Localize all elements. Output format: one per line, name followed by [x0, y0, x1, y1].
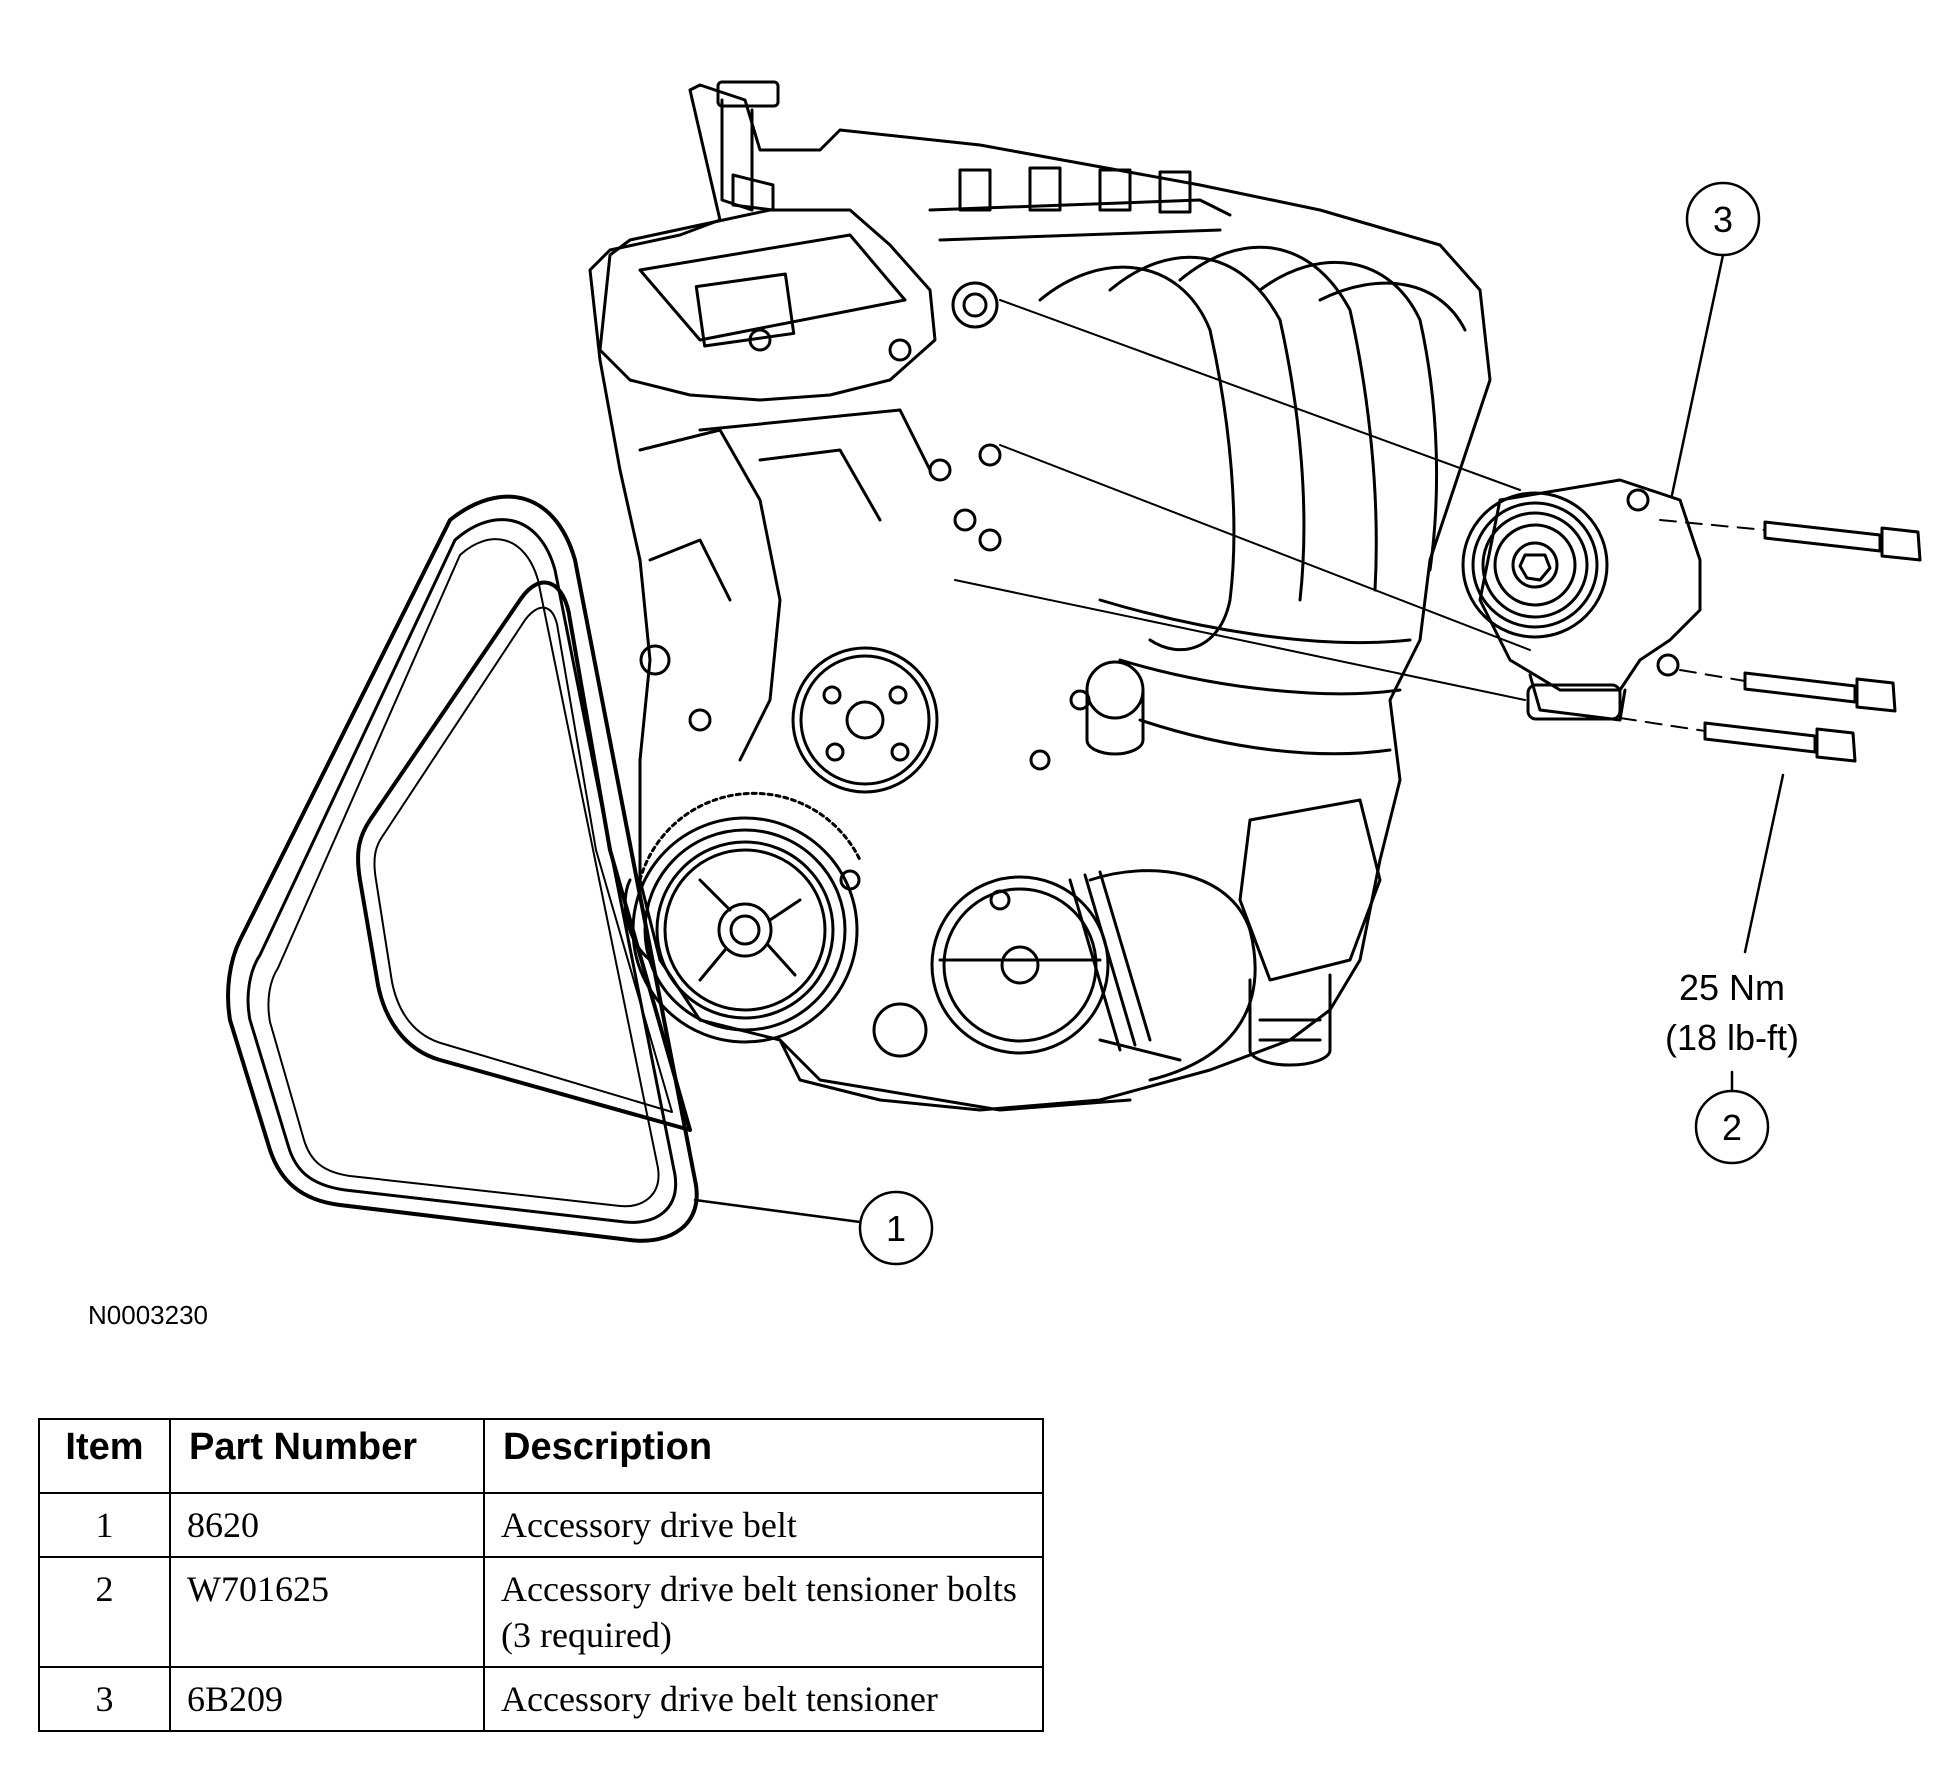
callout-label-2: 2 [1722, 1107, 1742, 1148]
leader-line-1 [693, 1198, 862, 1224]
leader-line-3 [1670, 253, 1725, 497]
parts-table: Item Part Number Description 1 8620 Acce… [38, 1418, 1044, 1732]
leader-line-2 [1743, 773, 1785, 954]
row-description: Accessory drive belt [483, 1492, 1044, 1558]
row-item: 1 [38, 1492, 171, 1558]
figure-id: N0003230 [88, 1300, 208, 1330]
tensioner-bolts [954, 299, 1922, 763]
row-item: 2 [38, 1556, 171, 1668]
row-part-number: W701625 [169, 1556, 485, 1668]
torque-spec-imperial: (18 lb-ft) [1665, 1017, 1799, 1058]
row-description: Accessory drive belt tensioner bolts (3 … [483, 1556, 1044, 1668]
callout-circle-3 [1685, 181, 1761, 257]
table-row: 2 W701625 Accessory drive belt tensioner… [38, 1556, 1044, 1668]
callout-label-3: 3 [1713, 199, 1733, 240]
torque-spec-metric: 25 Nm [1679, 967, 1785, 1008]
header-item: Item [38, 1418, 171, 1494]
callout-label-1: 1 [886, 1208, 906, 1249]
engine-diagram: 3 2 1 25 Nm (18 lb-ft) [226, 80, 1922, 1266]
accessory-drive-belt [226, 494, 699, 1243]
callout-circle-1 [858, 1190, 934, 1266]
table-row: 1 8620 Accessory drive belt [38, 1492, 1044, 1558]
row-description: Accessory drive belt tensioner [483, 1666, 1044, 1732]
row-part-number: 8620 [169, 1492, 485, 1558]
engine-block [588, 80, 1492, 1112]
header-part-number: Part Number [169, 1418, 485, 1494]
parts-table-header-row: Item Part Number Description [38, 1418, 1044, 1494]
leader-lines [693, 253, 1785, 1224]
row-part-number: 6B209 [169, 1666, 485, 1732]
header-description: Description [483, 1418, 1044, 1494]
row-item: 3 [38, 1666, 171, 1732]
callout-circle-2 [1694, 1089, 1770, 1165]
belt-tensioner [1461, 478, 1702, 722]
table-row: 3 6B209 Accessory drive belt tensioner [38, 1666, 1044, 1732]
